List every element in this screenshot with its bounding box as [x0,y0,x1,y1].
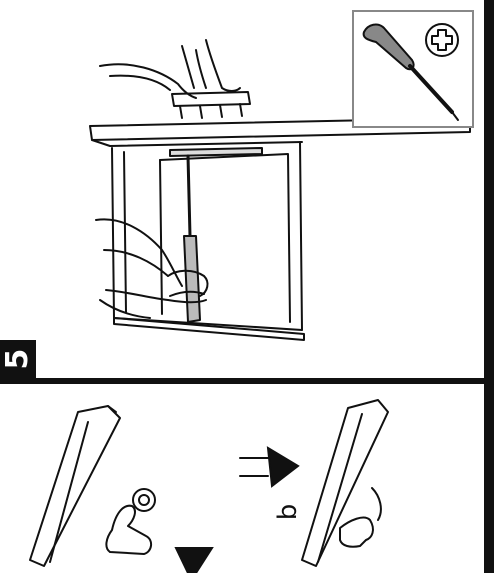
callout-label-b: b [276,500,300,524]
page-edge-rule [484,0,494,573]
next-step-illustration [0,0,484,573]
